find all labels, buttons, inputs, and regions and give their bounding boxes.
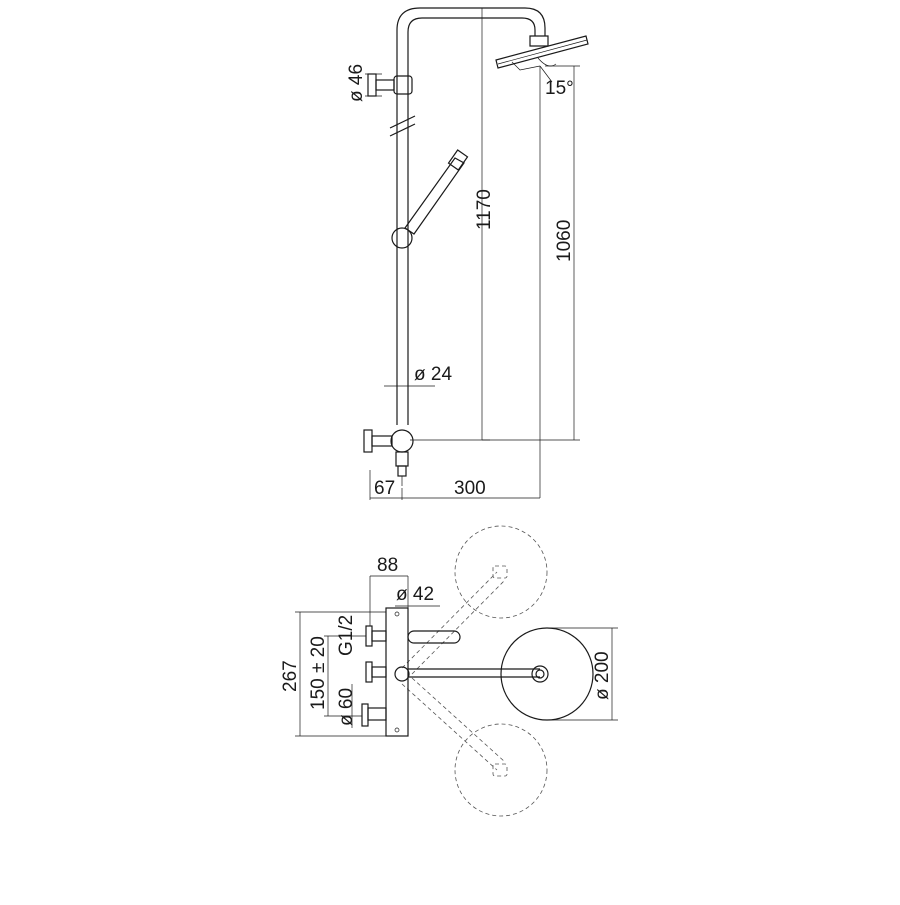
width-body-label: 88 — [377, 555, 398, 576]
mixer-valve — [363, 429, 414, 486]
pipe-diameter-label: ø 24 — [414, 364, 452, 385]
plan-view: 88 ø 42 267 150 ± 20 G1/2 ø 60 ø 200 — [280, 525, 618, 817]
wall-bracket-top — [367, 73, 413, 97]
swing-circle-bottom — [454, 723, 548, 817]
wall-plate — [385, 607, 409, 737]
overall-height-label: 267 — [280, 660, 301, 692]
arm-length-label: 300 — [454, 478, 486, 499]
height-head-label: 1060 — [554, 220, 575, 262]
knob-middle — [365, 661, 540, 683]
break-line-1 — [389, 115, 416, 129]
arm-diameter-label: ø 46 — [346, 64, 367, 102]
center-distance-label: 150 ± 20 — [308, 636, 329, 710]
knob-top — [365, 625, 461, 647]
head-diameter-label: ø 200 — [592, 651, 613, 700]
swing-circle-top — [454, 525, 548, 619]
riser-pipe-inner — [407, 17, 536, 425]
knob-bottom — [361, 703, 387, 727]
thread-label: G1/2 — [336, 615, 357, 656]
riser-pipe — [396, 7, 546, 425]
offset-small-label: 67 — [374, 478, 395, 499]
side-elevation: 15° ø 46 ø 24 — [346, 7, 589, 500]
shower-head — [495, 35, 589, 71]
height-total-label: 1170 — [474, 189, 495, 230]
hand-shower — [391, 149, 469, 249]
angle-label: 15° — [545, 78, 574, 99]
head-plan — [500, 627, 594, 721]
break-line-2 — [389, 123, 416, 137]
handle-diameter-label: ø 60 — [336, 688, 357, 726]
knob-diameter-label: ø 42 — [396, 584, 434, 605]
